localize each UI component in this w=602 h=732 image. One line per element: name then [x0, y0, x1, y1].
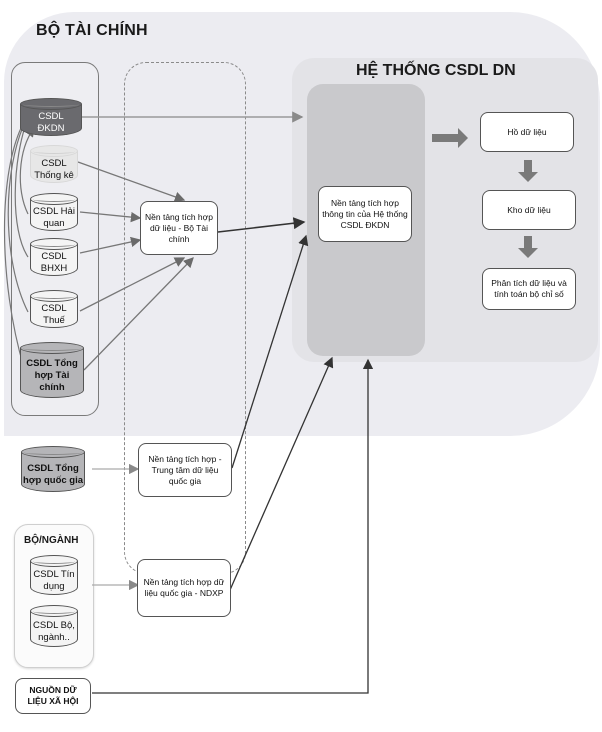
database-bonganh: CSDL Bộ,ngành..	[30, 605, 78, 647]
platform-enterprise-integration: Nền tảng tích hợp thông tin của Hệ thống…	[318, 186, 412, 242]
arrow-thue-to-btc	[79, 257, 186, 312]
pipeline-data-warehouse: Kho dữ liệu	[482, 190, 576, 230]
arrow-bhxh-to-btc	[79, 236, 142, 254]
database-label-line: Thống kê	[34, 170, 74, 181]
database-label-line: CSDL Tín	[33, 569, 75, 580]
enterprise-system-title: HỆ THỐNG CSDL DN	[356, 62, 516, 79]
database-label-line: quan	[43, 218, 65, 229]
database-label-line: BHXH	[40, 263, 68, 274]
arrow-social-to-enterprise	[92, 358, 374, 694]
arrow-ndxp-to-enterprise	[229, 356, 334, 591]
database-label-line: CSDL	[41, 251, 67, 262]
platform-btc: Nền tảng tích hợp dữ liệu - Bộ Tài chính	[140, 201, 218, 255]
arrow-tonghoptc-to-btc	[83, 257, 194, 371]
database-label-line: Thuế	[43, 315, 65, 326]
database-label-line: hợp quốc gia	[22, 475, 84, 486]
database-label-line: CSDL	[38, 111, 64, 122]
social-source-label-line: NGUỒN DỮ	[29, 685, 77, 695]
arrow-bhxh-to-dkdn	[14, 116, 30, 258]
block-arrow-to-analytics	[518, 236, 538, 258]
arrow-haiquan-to-btc	[79, 211, 142, 223]
arrow-haiquan-to-dkdn	[19, 127, 35, 215]
ministry-panel-title: BỘ TÀI CHÍNH	[36, 22, 148, 39]
database-label-line: chính	[39, 382, 65, 393]
block-arrow-to-data-lake	[432, 128, 468, 148]
platform-ttdlqg: Nền tảng tích hợp - Trung tâm dữ liệu qu…	[138, 443, 232, 497]
social-data-source: NGUỒN DỮ LIỆU XÃ HỘI	[15, 678, 91, 714]
database-label-line: CSDL Tổng	[27, 463, 79, 474]
database-label-line: ĐKDN	[37, 123, 65, 134]
arrow-btc-to-enterprise	[217, 217, 306, 233]
platform-ndxp: Nền tảng tích hợp dữ liệu quốc gia - NDX…	[137, 559, 231, 617]
sector-group-title: BỘ/NGÀNH	[24, 535, 79, 546]
database-label-line: dụng	[43, 581, 65, 592]
database-label-line: hợp Tài	[34, 370, 70, 381]
database-label-line: CSDL Tổng	[26, 358, 78, 369]
database-label-line: CSDL	[41, 303, 67, 314]
arrow-thongke-to-btc	[77, 161, 186, 202]
arrow-ttdlqg-to-enterprise	[231, 234, 309, 469]
database-label-line: CSDL	[41, 158, 67, 169]
block-arrow-to-warehouse	[518, 160, 538, 182]
database-label-line: ngành..	[38, 632, 70, 643]
pipeline-analytics: Phân tích dữ liệu và tính toán bộ chỉ số	[482, 268, 576, 310]
database-label-line: CSDL Hải	[33, 206, 75, 217]
database-label-line: CSDL Bộ,	[33, 620, 75, 631]
arrow-thue-to-dkdn	[7, 119, 29, 313]
pipeline-data-lake: Hồ dữ liệu	[480, 112, 574, 152]
social-source-label-line: LIỆU XÃ HỘI	[27, 696, 79, 706]
arrow-tonghoptc-to-dkdn	[3, 121, 25, 369]
